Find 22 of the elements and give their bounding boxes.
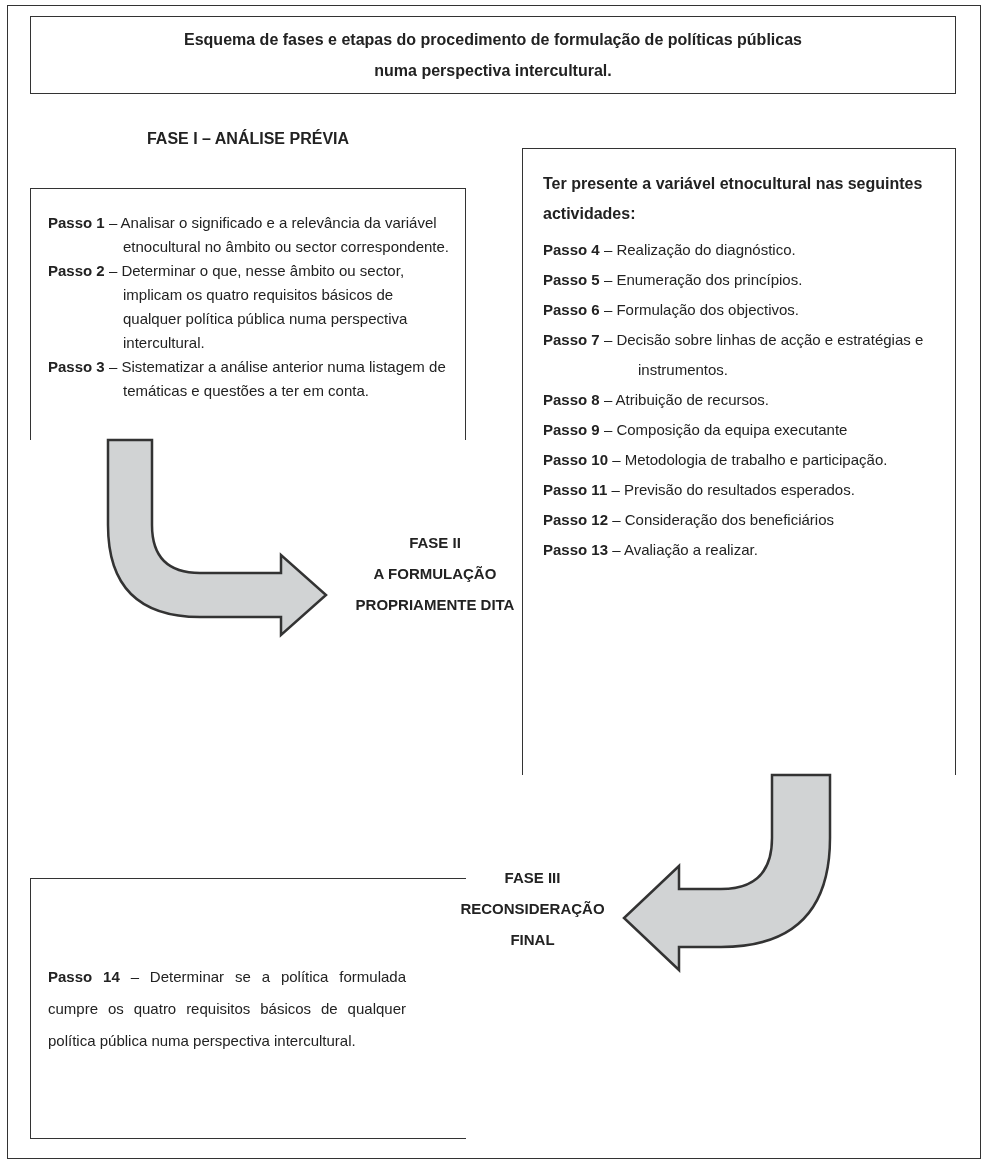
phase-title: FASE II A FORMULAÇÃO PROPRIAMENTE DITA bbox=[355, 532, 515, 615]
step-text: Passo 3 – Sistematizar a análise anterior numa listagem de temáticas e questões a ter em conta. bbox=[48, 357, 447, 401]
step-text: Passo 9 – Composição da equipa executante bbox=[543, 420, 849, 440]
step-text: Passo 10 – Metodologia de trabalho e participação. bbox=[543, 450, 889, 470]
diagram-title: Esquema de fases e etapas do procedimento de formulação de políticas públicas numa perspectiva intercultural. bbox=[30, 16, 956, 94]
step-text: Passo 7 – Decisão sobre linhas de acção e estratégias e instrumentos. bbox=[543, 330, 925, 380]
section-heading: Ter presente a variável etnocultural nas seguintes actividades: bbox=[543, 174, 924, 224]
step-text: Passo 1 – Analisar o significado e a relevância da variável etnocultural no âmbito ou sector correspondente. bbox=[48, 213, 451, 257]
step-text: Passo 13 – Avaliação a realizar. bbox=[543, 540, 759, 560]
step-text: Passo 14 – Determinar se a política formulada cumpre os quatro requisitos básicos de qualquer política pública numa perspectiva intercultural. bbox=[48, 966, 406, 1051]
phase-panel bbox=[522, 148, 956, 775]
step-text: Passo 12 – Consideração dos beneficiários bbox=[543, 510, 835, 530]
step-text: Passo 4 – Realização do diagnóstico. bbox=[543, 240, 797, 260]
curved-block-arrow bbox=[622, 773, 832, 972]
step-text: Passo 2 – Determinar o que, nesse âmbito ou sector, implicam os quatro requisitos básicos de qualquer política pública numa perspectiva intercultural. bbox=[48, 261, 409, 353]
phase-title: FASE III RECONSIDERAÇÃO FINAL bbox=[460, 867, 605, 950]
step-text: Passo 5 – Enumeração dos princípios. bbox=[543, 270, 804, 290]
step-text: Passo 6 – Formulação dos objectivos. bbox=[543, 300, 800, 320]
curved-block-arrow bbox=[106, 438, 328, 637]
section-heading: FASE I – ANÁLISE PRÉVIA bbox=[145, 128, 351, 149]
step-text: Passo 11 – Previsão do resultados esperados. bbox=[543, 480, 856, 500]
step-text: Passo 8 – Atribuição de recursos. bbox=[543, 390, 770, 410]
